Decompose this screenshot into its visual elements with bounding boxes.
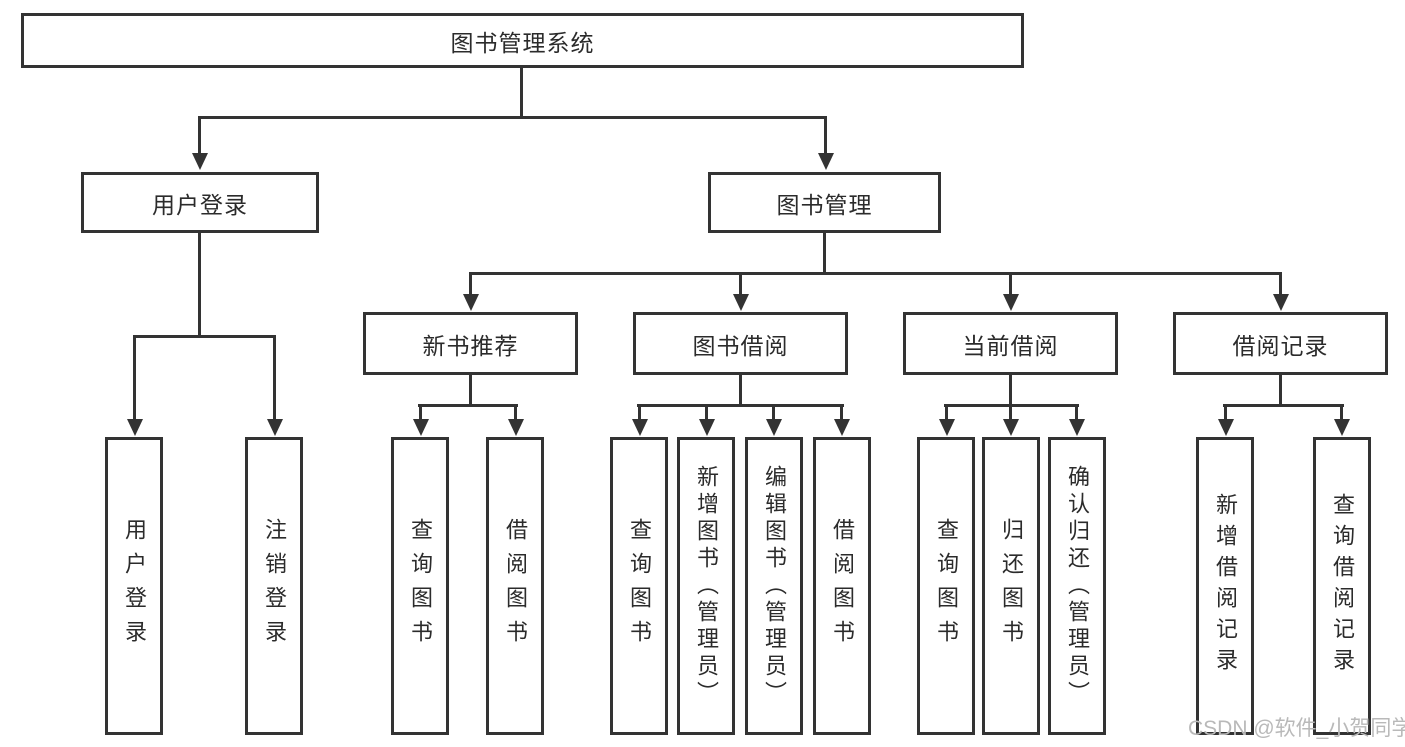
connector-line	[1223, 404, 1344, 407]
node-current-borrow: 当前借阅	[903, 312, 1118, 375]
connector-line	[1340, 404, 1343, 423]
connector-line	[198, 116, 201, 158]
arrowhead-down-icon	[507, 419, 524, 436]
leaf-borrow-books-2-label: 借阅图书	[830, 518, 855, 654]
connector-line	[514, 404, 517, 423]
connector-line	[133, 335, 136, 421]
connector-line	[418, 404, 518, 407]
node-root-label: 图书管理系统	[450, 29, 595, 56]
arrowhead-down-icon	[266, 419, 283, 436]
arrowhead-down-icon	[1272, 294, 1289, 311]
leaf-return-books: 归还图书	[982, 437, 1040, 735]
connector-line	[638, 404, 641, 423]
connector-line	[198, 233, 201, 337]
connector-line	[739, 375, 742, 406]
arrowhead-down-icon	[462, 294, 479, 311]
connector-line	[1009, 375, 1012, 406]
connector-line	[824, 116, 827, 158]
arrowhead-down-icon	[1333, 419, 1350, 436]
arrowhead-down-icon	[126, 419, 143, 436]
leaf-query-books-2: 查询图书	[610, 437, 668, 735]
arrowhead-down-icon	[412, 419, 429, 436]
connector-line	[469, 272, 1282, 275]
leaf-borrow-books-1-label: 借阅图书	[503, 518, 528, 654]
arrowhead-down-icon	[1217, 419, 1234, 436]
arrowhead-down-icon	[631, 419, 648, 436]
arrowhead-down-icon	[1002, 294, 1019, 311]
leaf-query-books-2-label: 查询图书	[627, 518, 652, 654]
leaf-query-books-3-label: 查询图书	[934, 518, 959, 654]
leaf-edit-book-admin-label: 编辑图书（管理员）	[762, 464, 787, 708]
connector-line	[469, 272, 472, 298]
arrowhead-down-icon	[817, 153, 834, 170]
connector-line	[1279, 375, 1282, 406]
csdn-watermark: CSDN @软件_小贺同学	[1188, 717, 1405, 740]
leaf-add-book-admin-label: 新增图书（管理员）	[694, 464, 719, 708]
arrowhead-down-icon	[1002, 419, 1019, 436]
leaf-query-books-1-label: 查询图书	[408, 518, 433, 654]
node-borrow-records-label: 借阅记录	[1232, 332, 1329, 359]
connector-line	[133, 335, 276, 338]
connector-line	[739, 272, 742, 298]
connector-line	[1279, 272, 1282, 298]
node-user-login-label: 用户登录	[152, 191, 248, 218]
leaf-borrow-books-2: 借阅图书	[813, 437, 871, 735]
connector-line	[1075, 404, 1078, 423]
leaf-confirm-return-admin-label: 确认归还（管理员）	[1065, 464, 1090, 708]
arrowhead-down-icon	[833, 419, 850, 436]
node-book-borrow-label: 图书借阅	[692, 332, 789, 359]
leaf-logout: 注销登录	[245, 437, 303, 735]
node-new-book-recommend-label: 新书推荐	[422, 332, 519, 359]
connector-line	[772, 404, 775, 423]
connector-line	[1009, 404, 1012, 423]
connector-line	[637, 404, 844, 407]
arrowhead-down-icon	[938, 419, 955, 436]
leaf-query-books-3: 查询图书	[917, 437, 975, 735]
leaf-add-borrow-record: 新增借阅记录	[1196, 437, 1254, 735]
leaf-user-login: 用户登录	[105, 437, 163, 735]
arrowhead-down-icon	[732, 294, 749, 311]
arrowhead-down-icon	[191, 153, 208, 170]
node-borrow-records: 借阅记录	[1173, 312, 1388, 375]
leaf-query-books-1: 查询图书	[391, 437, 449, 735]
leaf-borrow-books-1: 借阅图书	[486, 437, 544, 735]
connector-line	[419, 404, 422, 423]
connector-line	[273, 335, 276, 421]
arrowhead-down-icon	[765, 419, 782, 436]
leaf-edit-book-admin: 编辑图书（管理员）	[745, 437, 803, 735]
leaf-confirm-return-admin: 确认归还（管理员）	[1048, 437, 1106, 735]
leaf-return-books-label: 归还图书	[999, 518, 1024, 654]
connector-line	[945, 404, 948, 423]
arrowhead-down-icon	[698, 419, 715, 436]
connector-line	[705, 404, 708, 423]
node-current-borrow-label: 当前借阅	[962, 332, 1059, 359]
leaf-logout-label: 注销登录	[262, 518, 287, 654]
connector-line	[1009, 272, 1012, 298]
node-book-management-label: 图书管理	[776, 191, 873, 218]
leaf-query-borrow-record: 查询借阅记录	[1313, 437, 1371, 735]
arrowhead-down-icon	[1068, 419, 1085, 436]
node-new-book-recommend: 新书推荐	[363, 312, 578, 375]
connector-line	[823, 233, 826, 274]
leaf-add-borrow-record-label: 新增借阅记录	[1213, 493, 1238, 679]
node-book-management: 图书管理	[708, 172, 941, 233]
leaf-user-login-label: 用户登录	[122, 518, 147, 654]
node-book-borrow: 图书借阅	[633, 312, 848, 375]
leaf-add-book-admin: 新增图书（管理员）	[677, 437, 735, 735]
connector-line	[520, 68, 523, 118]
connector-line	[840, 404, 843, 423]
connector-line	[469, 375, 472, 406]
node-user-login: 用户登录	[81, 172, 319, 233]
connector-line	[1224, 404, 1227, 423]
connector-line	[198, 116, 827, 119]
node-root-system: 图书管理系统	[21, 13, 1024, 68]
leaf-query-borrow-record-label: 查询借阅记录	[1330, 493, 1355, 679]
